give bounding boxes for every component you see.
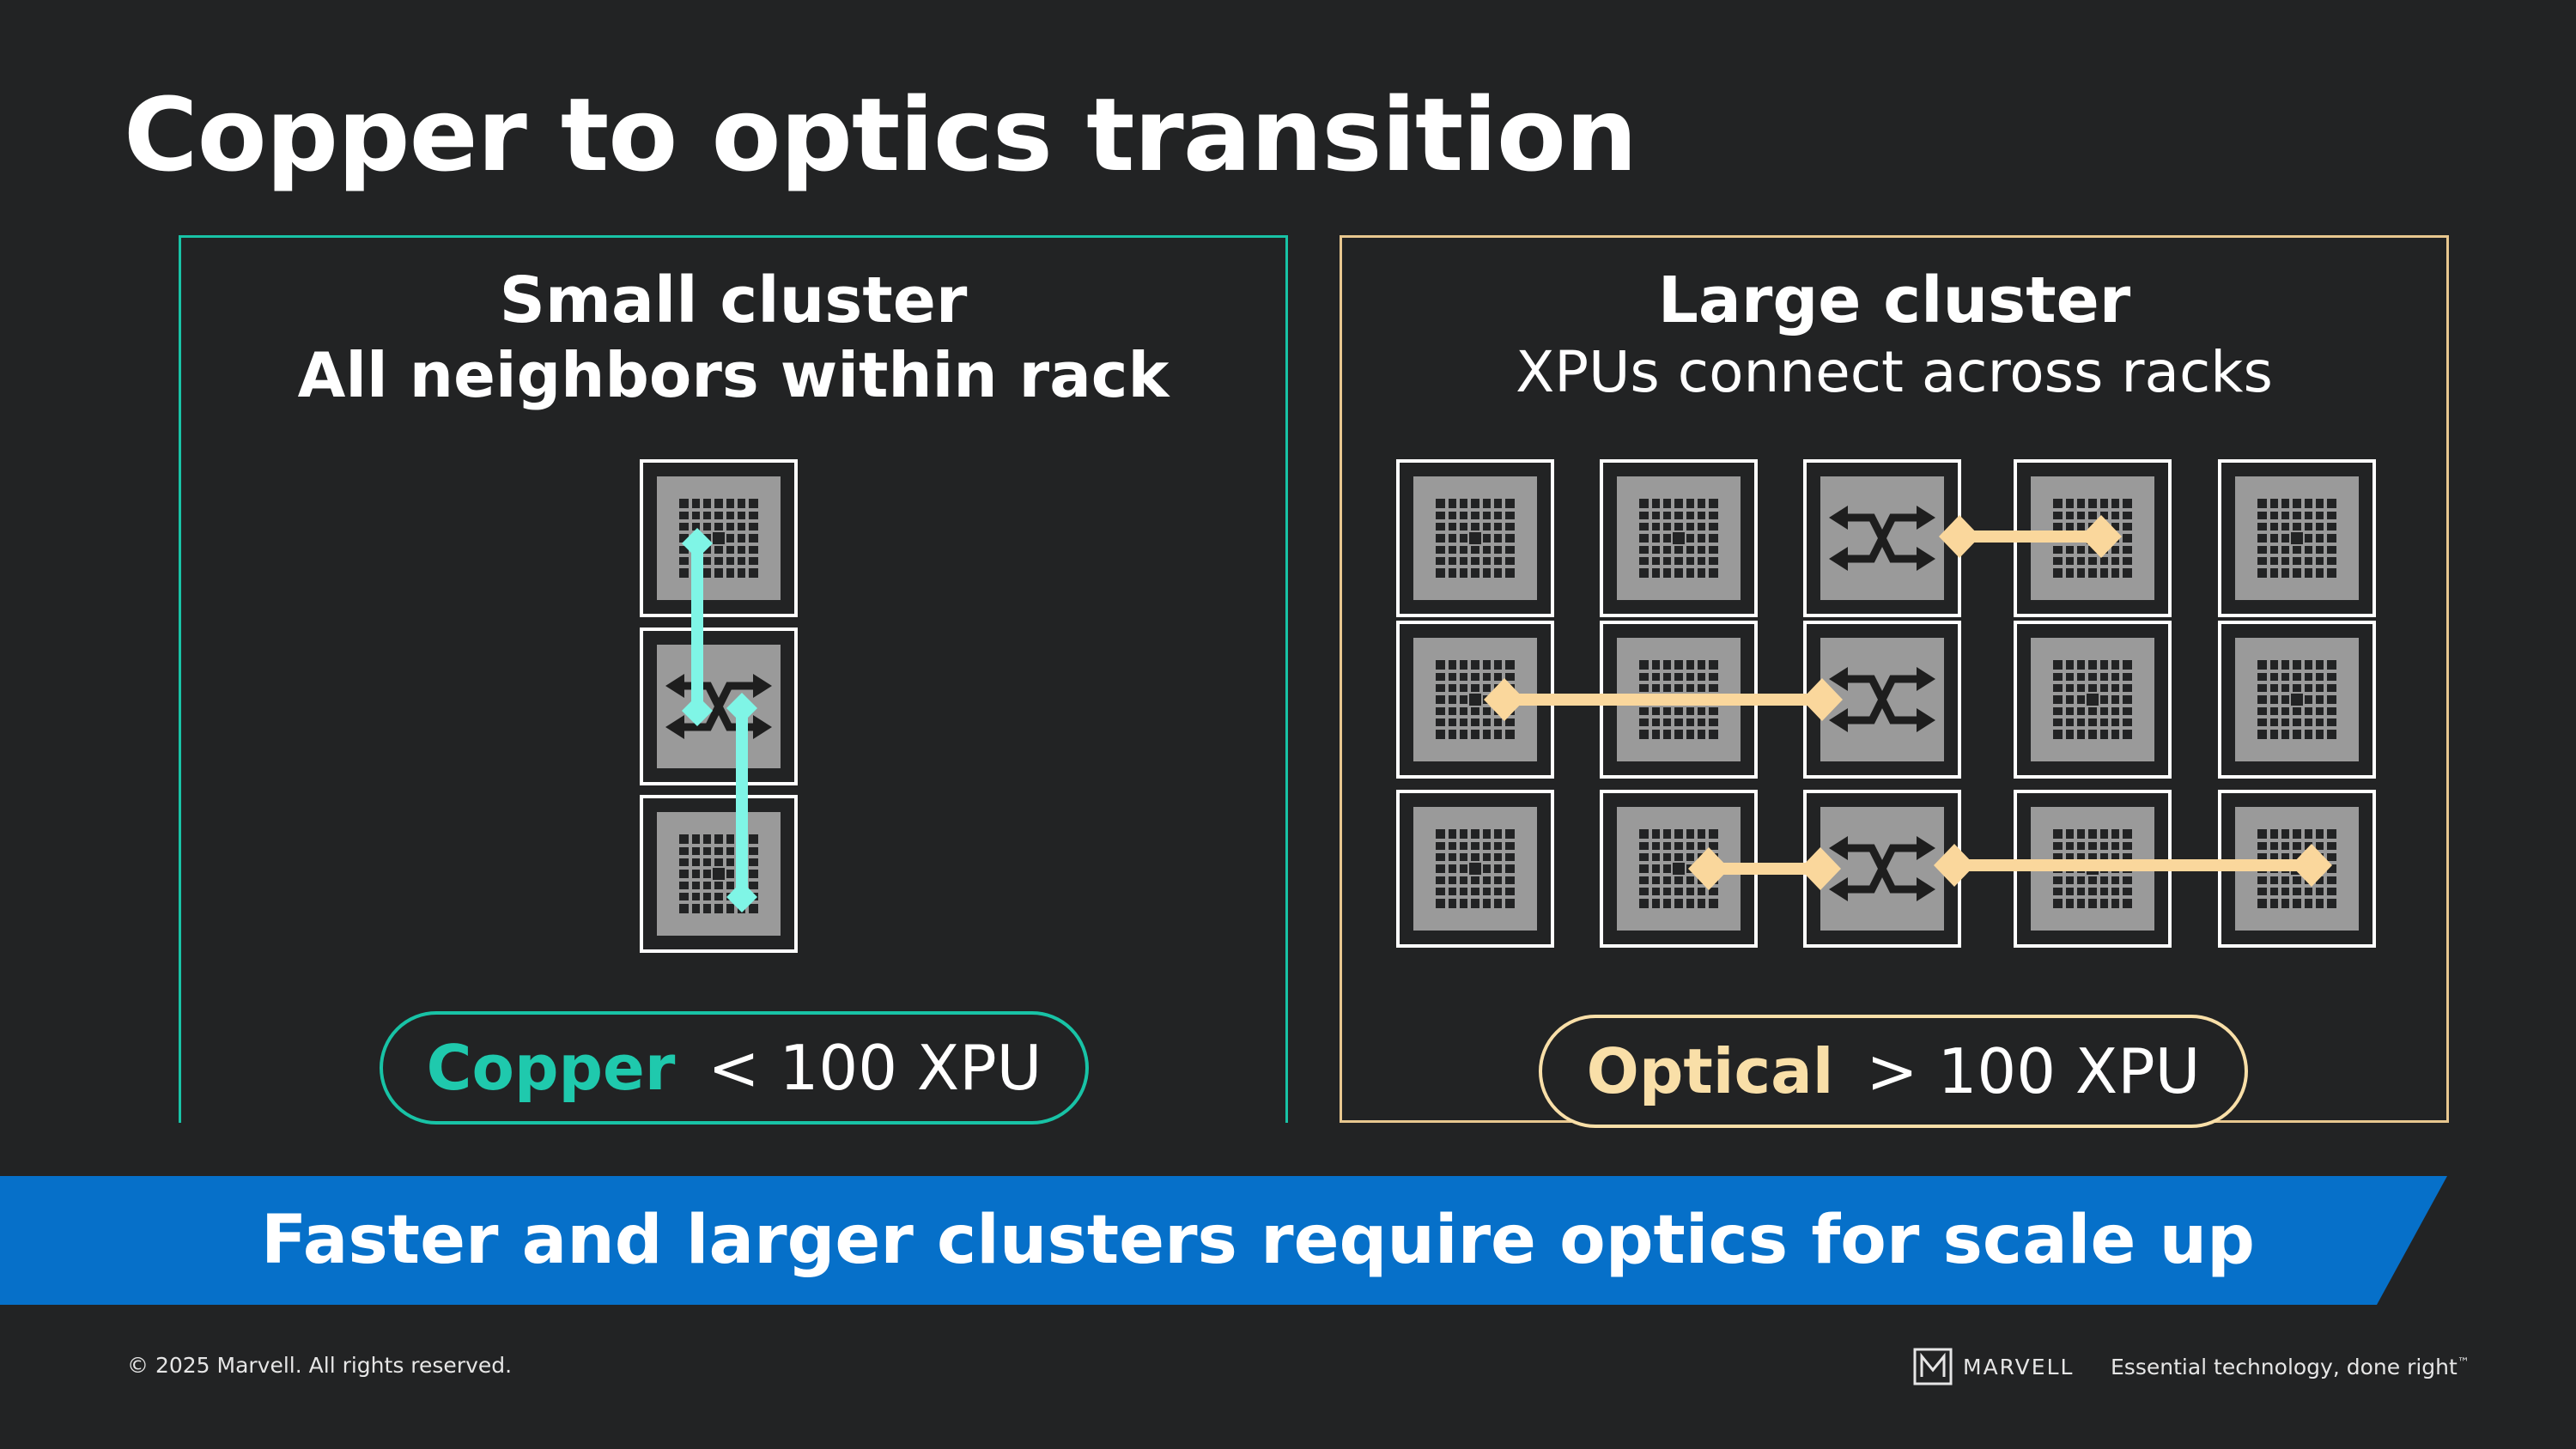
rack-switch [641, 629, 796, 784]
large-cluster-title: Large cluster [1657, 264, 2131, 337]
small-cluster-panel: Small cluster All neighbors within rack [179, 235, 1288, 1123]
optical-xpu-limit: > 100 XPU [1866, 1035, 2201, 1107]
copper-label-pill: Copper < 100 XPU [380, 1011, 1089, 1125]
marvell-logo-icon [1913, 1348, 1953, 1385]
copyright-notice: © 2025 Marvell. All rights reserved. [127, 1353, 513, 1378]
tagline: Essential technology, done right™ [2111, 1355, 2470, 1379]
optical-links [1484, 515, 2332, 890]
slide-title: Copper to optics transition [124, 76, 1637, 194]
small-cluster-title: Small cluster [499, 264, 968, 337]
small-cluster-subtitle: All neighbors within rack [297, 339, 1170, 411]
rack-xpu-top [640, 459, 798, 617]
tagline-text: Essential technology, done right [2111, 1355, 2458, 1379]
large-cluster-panel: Large cluster XPUs connect across racks [1340, 235, 2449, 1123]
copper-links [682, 528, 757, 912]
trademark-symbol: ™ [2457, 1355, 2470, 1370]
copper-xpu-limit: < 100 XPU [708, 1032, 1042, 1104]
optical-keyword: Optical [1586, 1035, 1834, 1107]
large-cluster-subtitle: XPUs connect across racks [1516, 339, 2273, 405]
takeaway-text: Faster and larger clusters require optic… [261, 1202, 2255, 1279]
brand-name: MARVELL [1963, 1354, 2075, 1379]
copper-keyword: Copper [426, 1032, 676, 1104]
brand-logo: MARVELL [1913, 1348, 2074, 1385]
optical-label-pill: Optical > 100 XPU [1539, 1015, 2248, 1128]
rack-xpu-bottom [640, 795, 798, 953]
takeaway-banner [0, 1176, 2447, 1305]
